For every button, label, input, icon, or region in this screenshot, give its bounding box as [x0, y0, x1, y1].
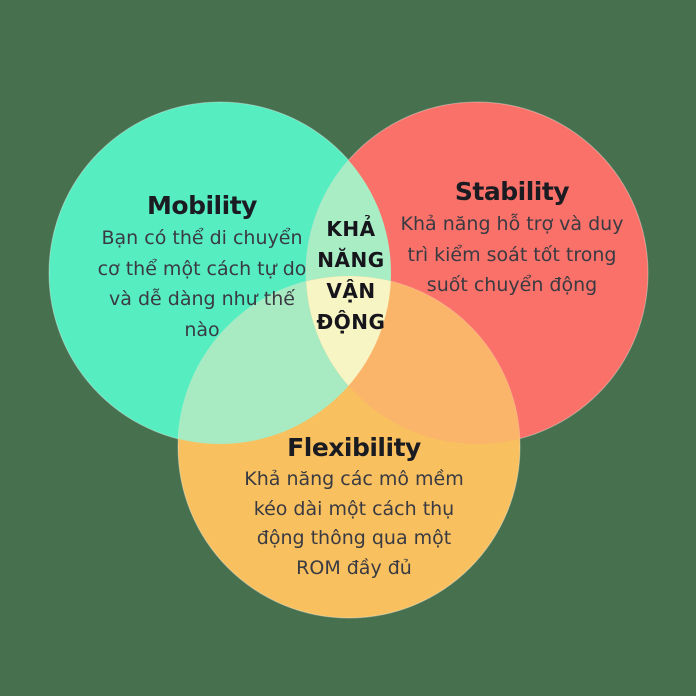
- stability-flexibility-overlap: [306, 276, 520, 444]
- mobility-flexibility-overlap: [178, 276, 391, 444]
